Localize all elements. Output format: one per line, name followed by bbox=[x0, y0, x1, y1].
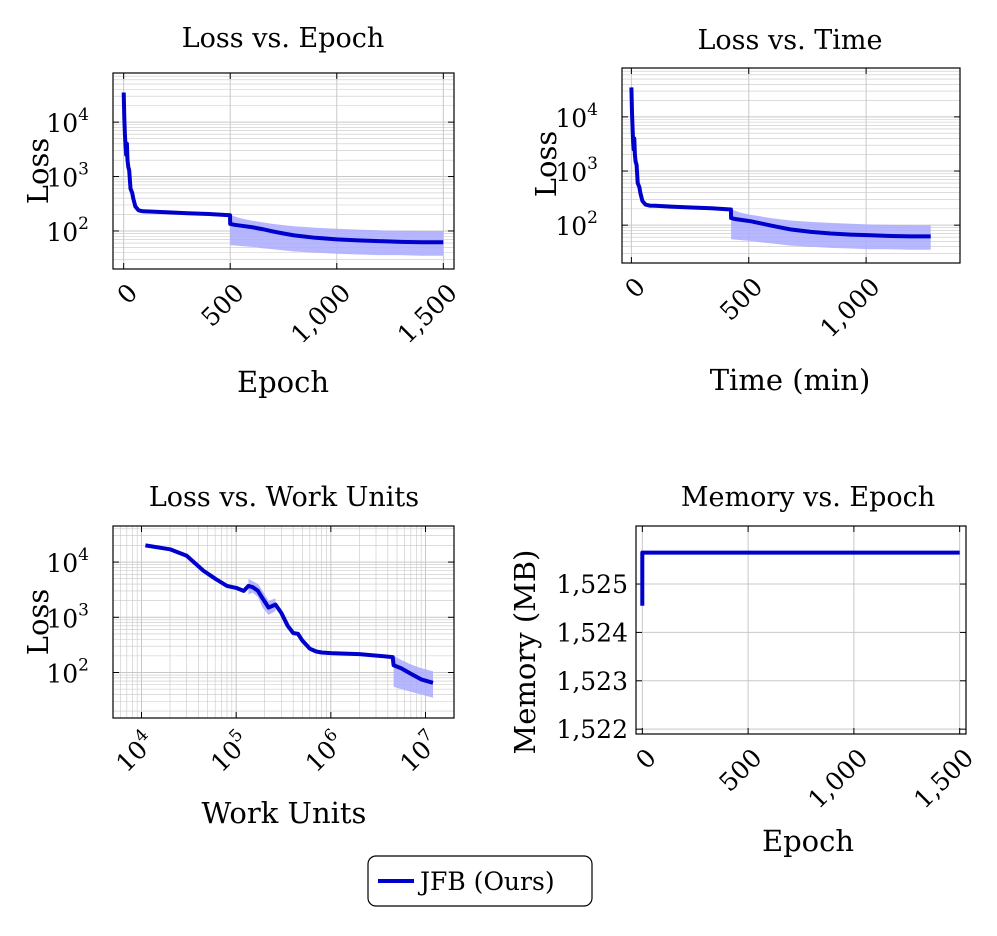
y-axis-label: Loss bbox=[21, 138, 55, 204]
series-line bbox=[121, 92, 444, 245]
legend: JFB (Ours) bbox=[367, 855, 593, 907]
y-tick-label: 102 bbox=[46, 214, 89, 247]
x-tick-label: 1,000 bbox=[802, 743, 873, 814]
y-tick-label: 1,522 bbox=[556, 715, 628, 744]
series-line bbox=[629, 87, 931, 239]
plot-frame bbox=[112, 525, 455, 719]
x-tick-label: 500 bbox=[196, 278, 250, 332]
chart-title: Loss vs. Epoch bbox=[182, 23, 385, 54]
y-tick-label: 1,523 bbox=[556, 667, 628, 696]
chart-title: Loss vs. Work Units bbox=[149, 482, 419, 513]
x-axis-label: Work Units bbox=[202, 796, 367, 830]
y-tick-label: 1,525 bbox=[556, 570, 628, 599]
x-tick-label: 500 bbox=[714, 272, 768, 326]
chart-loss-vs-time: Loss vs. Time Time (min) Loss 102 103 104 0… bbox=[529, 25, 961, 397]
x-tick-label: 500 bbox=[713, 743, 767, 797]
x-tick-label: 1,500 bbox=[908, 743, 979, 814]
x-tick-label: 1,000 bbox=[815, 272, 886, 343]
y-tick-label: 104 bbox=[46, 545, 89, 578]
x-tick-label: 104 bbox=[108, 725, 161, 778]
series-line bbox=[145, 543, 434, 685]
confidence-band bbox=[731, 208, 931, 250]
x-axis-label: Epoch bbox=[762, 824, 854, 858]
x-tick-label: 105 bbox=[203, 725, 256, 778]
chart-loss-vs-epoch: Loss vs. Epoch Epoch Loss 102 103 104 0 500 1… bbox=[21, 23, 463, 399]
y-tick-label: 104 bbox=[555, 100, 598, 133]
x-tick-label: 0 bbox=[111, 278, 143, 310]
chart-loss-vs-work-units: Loss vs. Work Units Work Units Loss 102 1… bbox=[21, 482, 455, 830]
x-tick-label: 1,000 bbox=[285, 278, 356, 349]
legend-box bbox=[367, 855, 593, 907]
x-tick-label: 0 bbox=[630, 743, 662, 775]
plot-frame bbox=[635, 525, 967, 735]
x-tick-label: 0 bbox=[619, 272, 651, 304]
y-axis-label: Loss bbox=[21, 589, 55, 655]
x-axis-label: Time (min) bbox=[710, 363, 871, 397]
y-axis-label: Memory (MB) bbox=[508, 550, 542, 755]
plot-frame bbox=[112, 72, 455, 270]
chart-title: Loss vs. Time bbox=[698, 25, 883, 56]
series-line bbox=[640, 550, 960, 606]
legend-label: JFB (Ours) bbox=[417, 867, 555, 896]
grid bbox=[636, 526, 966, 734]
y-tick-label: 102 bbox=[555, 208, 598, 241]
y-tick-label: 103 bbox=[555, 154, 598, 187]
x-tick-label: 1,500 bbox=[392, 278, 463, 349]
x-axis-label: Epoch bbox=[237, 365, 329, 399]
y-axis-label: Loss bbox=[529, 131, 563, 197]
plot-frame bbox=[621, 67, 961, 264]
y-tick-label: 1,524 bbox=[556, 618, 628, 647]
y-tick-label: 102 bbox=[46, 656, 89, 689]
grid bbox=[113, 526, 454, 718]
x-tick-label: 107 bbox=[392, 725, 445, 778]
confidence-band bbox=[230, 214, 444, 256]
chart-title: Memory vs. Epoch bbox=[681, 482, 935, 513]
y-tick-label: 103 bbox=[46, 160, 89, 193]
chart-memory-vs-epoch: Memory vs. Epoch Epoch Memory (MB) 1,522… bbox=[508, 482, 979, 858]
y-tick-label: 103 bbox=[46, 600, 89, 633]
x-tick-label: 106 bbox=[298, 725, 351, 778]
y-tick-label: 104 bbox=[46, 105, 89, 138]
